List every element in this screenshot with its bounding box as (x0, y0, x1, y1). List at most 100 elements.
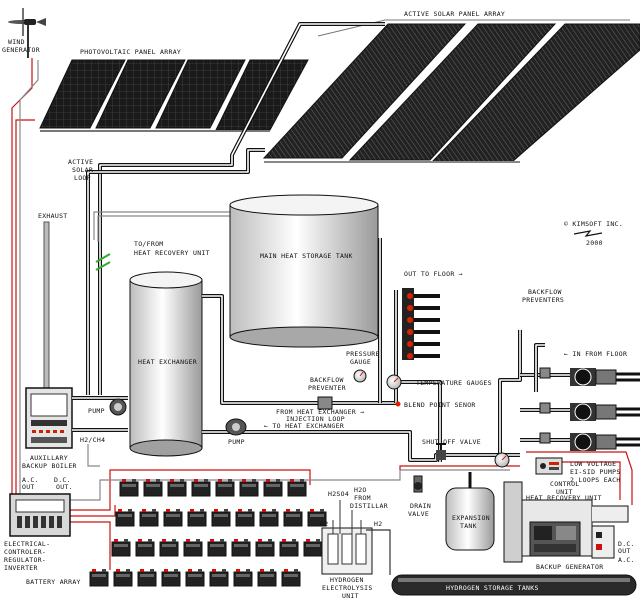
hydrogen-storage-tanks (391, 574, 637, 596)
label-backflow-preventers-1: BACKFLOW (528, 288, 562, 296)
label-low-voltage-3: 2 LOOPS EACH (570, 476, 621, 484)
gas-line (87, 444, 100, 467)
battery (143, 479, 163, 497)
label-low-voltage-2: EI-SID PUMPS (570, 468, 621, 476)
label-hydrogen-storage-tanks: HYDROGEN STORAGE TANKS (446, 584, 539, 592)
label-temperature-gauges: TEMPERATURE GAUGES (416, 379, 492, 387)
label-copyright: © KIMSOFT INC. (564, 220, 623, 228)
electrical-controller-inverter (9, 493, 71, 537)
label-active-solar-array: ACTIVE SOLAR PANEL ARRAY (404, 10, 505, 18)
battery (111, 539, 131, 557)
label-photovoltaic-array: PHOTOVOLTAIC PANEL ARRAY (80, 48, 181, 56)
label-battery-array: BATTERY ARRAY (26, 578, 81, 586)
battery (281, 569, 301, 587)
floor-loop-pumps (539, 367, 640, 451)
temperature-gauge-1 (386, 374, 402, 390)
battery (215, 479, 235, 497)
battery (211, 509, 231, 527)
label-backflow-preventers-2: PREVENTERS (522, 296, 564, 304)
label-out-to-floor: OUT TO FLOOR → (404, 270, 463, 278)
battery (191, 479, 211, 497)
label-drain-valve-2: VALVE (408, 510, 429, 518)
battery (255, 539, 275, 557)
label-wind-generator-2: GENERATOR (2, 46, 40, 54)
label-auxiliary-boiler-1: AUXILLARY (30, 454, 68, 462)
label-ac-out-right: A.C. (618, 556, 635, 564)
heat-exchanger (129, 271, 203, 457)
battery (307, 509, 327, 527)
signature-mark (573, 230, 603, 237)
label-dc-out-left-1: D.C. (54, 476, 71, 484)
pressure-gauge (353, 369, 367, 383)
battery (257, 569, 277, 587)
label-h2o-1: H2O (354, 486, 367, 494)
label-to-from-heat-recovery-2: HEAT RECOVERY UNIT (134, 249, 210, 257)
label-to-from-heat-recovery-1: TO/FROM (134, 240, 164, 248)
label-h2o-2: FROM (354, 494, 371, 502)
wind-generator (8, 8, 46, 58)
out-to-floor-manifold (402, 288, 440, 360)
label-blend-point-sensor: BLEND POINT SENOR (404, 401, 476, 409)
label-o2: O2 (320, 520, 328, 528)
battery (119, 479, 139, 497)
label-active-solar-loop-2: SOLAR (72, 166, 93, 174)
battery (209, 569, 229, 587)
label-h2: H2 (374, 520, 382, 528)
label-active-solar-loop-3: LOOP (74, 174, 91, 182)
label-ac-out-left-2: OUT (22, 483, 35, 491)
blend-point-sensor (395, 401, 401, 407)
label-control-unit-2: UNIT (556, 488, 573, 496)
label-expansion-tank-2: TANK (460, 522, 477, 530)
battery (135, 539, 155, 557)
control-unit (535, 457, 563, 475)
battery (235, 509, 255, 527)
active-solar-panel-array (262, 19, 640, 163)
backup-generator (529, 521, 581, 557)
label-backflow-preventer-1: BACKFLOW (310, 376, 344, 384)
label-injection-loop: INJECTION LOOP (286, 415, 345, 423)
label-h2o-3: DISTILLAR (350, 502, 388, 510)
label-auxiliary-boiler-2: BACKUP BOILER (22, 462, 77, 470)
power-wiring (11, 58, 520, 570)
label-electrolysis-1: HYDROGEN (330, 576, 364, 584)
battery (139, 509, 159, 527)
battery (163, 509, 183, 527)
label-heat-recovery-unit: HEAT RECOVERY UNIT (526, 494, 602, 502)
pump-left (109, 398, 127, 416)
label-backup-generator: BACKUP GENERATOR (536, 563, 603, 571)
hydrogen-electrolysis-unit (321, 500, 391, 575)
label-to-heat-exchanger: ← TO HEAT EXCHANGER (264, 422, 344, 430)
label-pressure-gauge-2: GAUGE (350, 358, 371, 366)
exhaust-stack (43, 221, 50, 393)
label-main-heat-storage-tank: MAIN HEAT STORAGE TANK (260, 252, 353, 260)
label-dc-out-right-1: D.C. (618, 540, 635, 548)
battery (185, 569, 205, 587)
battery (263, 479, 283, 497)
label-low-voltage-1: LOW VOLTAGE (570, 460, 616, 468)
label-expansion-tank-1: EXPANSION (452, 514, 490, 522)
label-drain-valve-1: DRAIN (410, 502, 431, 510)
battery-array (89, 479, 327, 587)
label-dc-out-right-2: OUT (618, 547, 631, 555)
shut-off-valve (436, 443, 446, 460)
battery (183, 539, 203, 557)
label-h2-ch4: H2/CH4 (80, 436, 105, 444)
label-active-solar-loop-1: ACTIVE (68, 158, 93, 166)
label-backflow-preventer-2: PREVENTER (308, 384, 346, 392)
label-pressure-gauge-1: PRESSURE (346, 350, 380, 358)
battery (239, 479, 259, 497)
battery (167, 479, 187, 497)
battery (187, 509, 207, 527)
battery (113, 569, 133, 587)
label-pump-right: PUMP (228, 438, 245, 446)
label-shut-off-valve: SHUT OFF VALVE (422, 438, 481, 446)
label-controller-3: REGULATOR- (4, 556, 46, 564)
battery (231, 539, 251, 557)
battery (287, 479, 307, 497)
battery (89, 569, 109, 587)
label-in-from-floor: ← IN FROM FLOOR (564, 350, 627, 358)
label-dc-out-left-2: OUT. (56, 483, 73, 491)
battery (159, 539, 179, 557)
